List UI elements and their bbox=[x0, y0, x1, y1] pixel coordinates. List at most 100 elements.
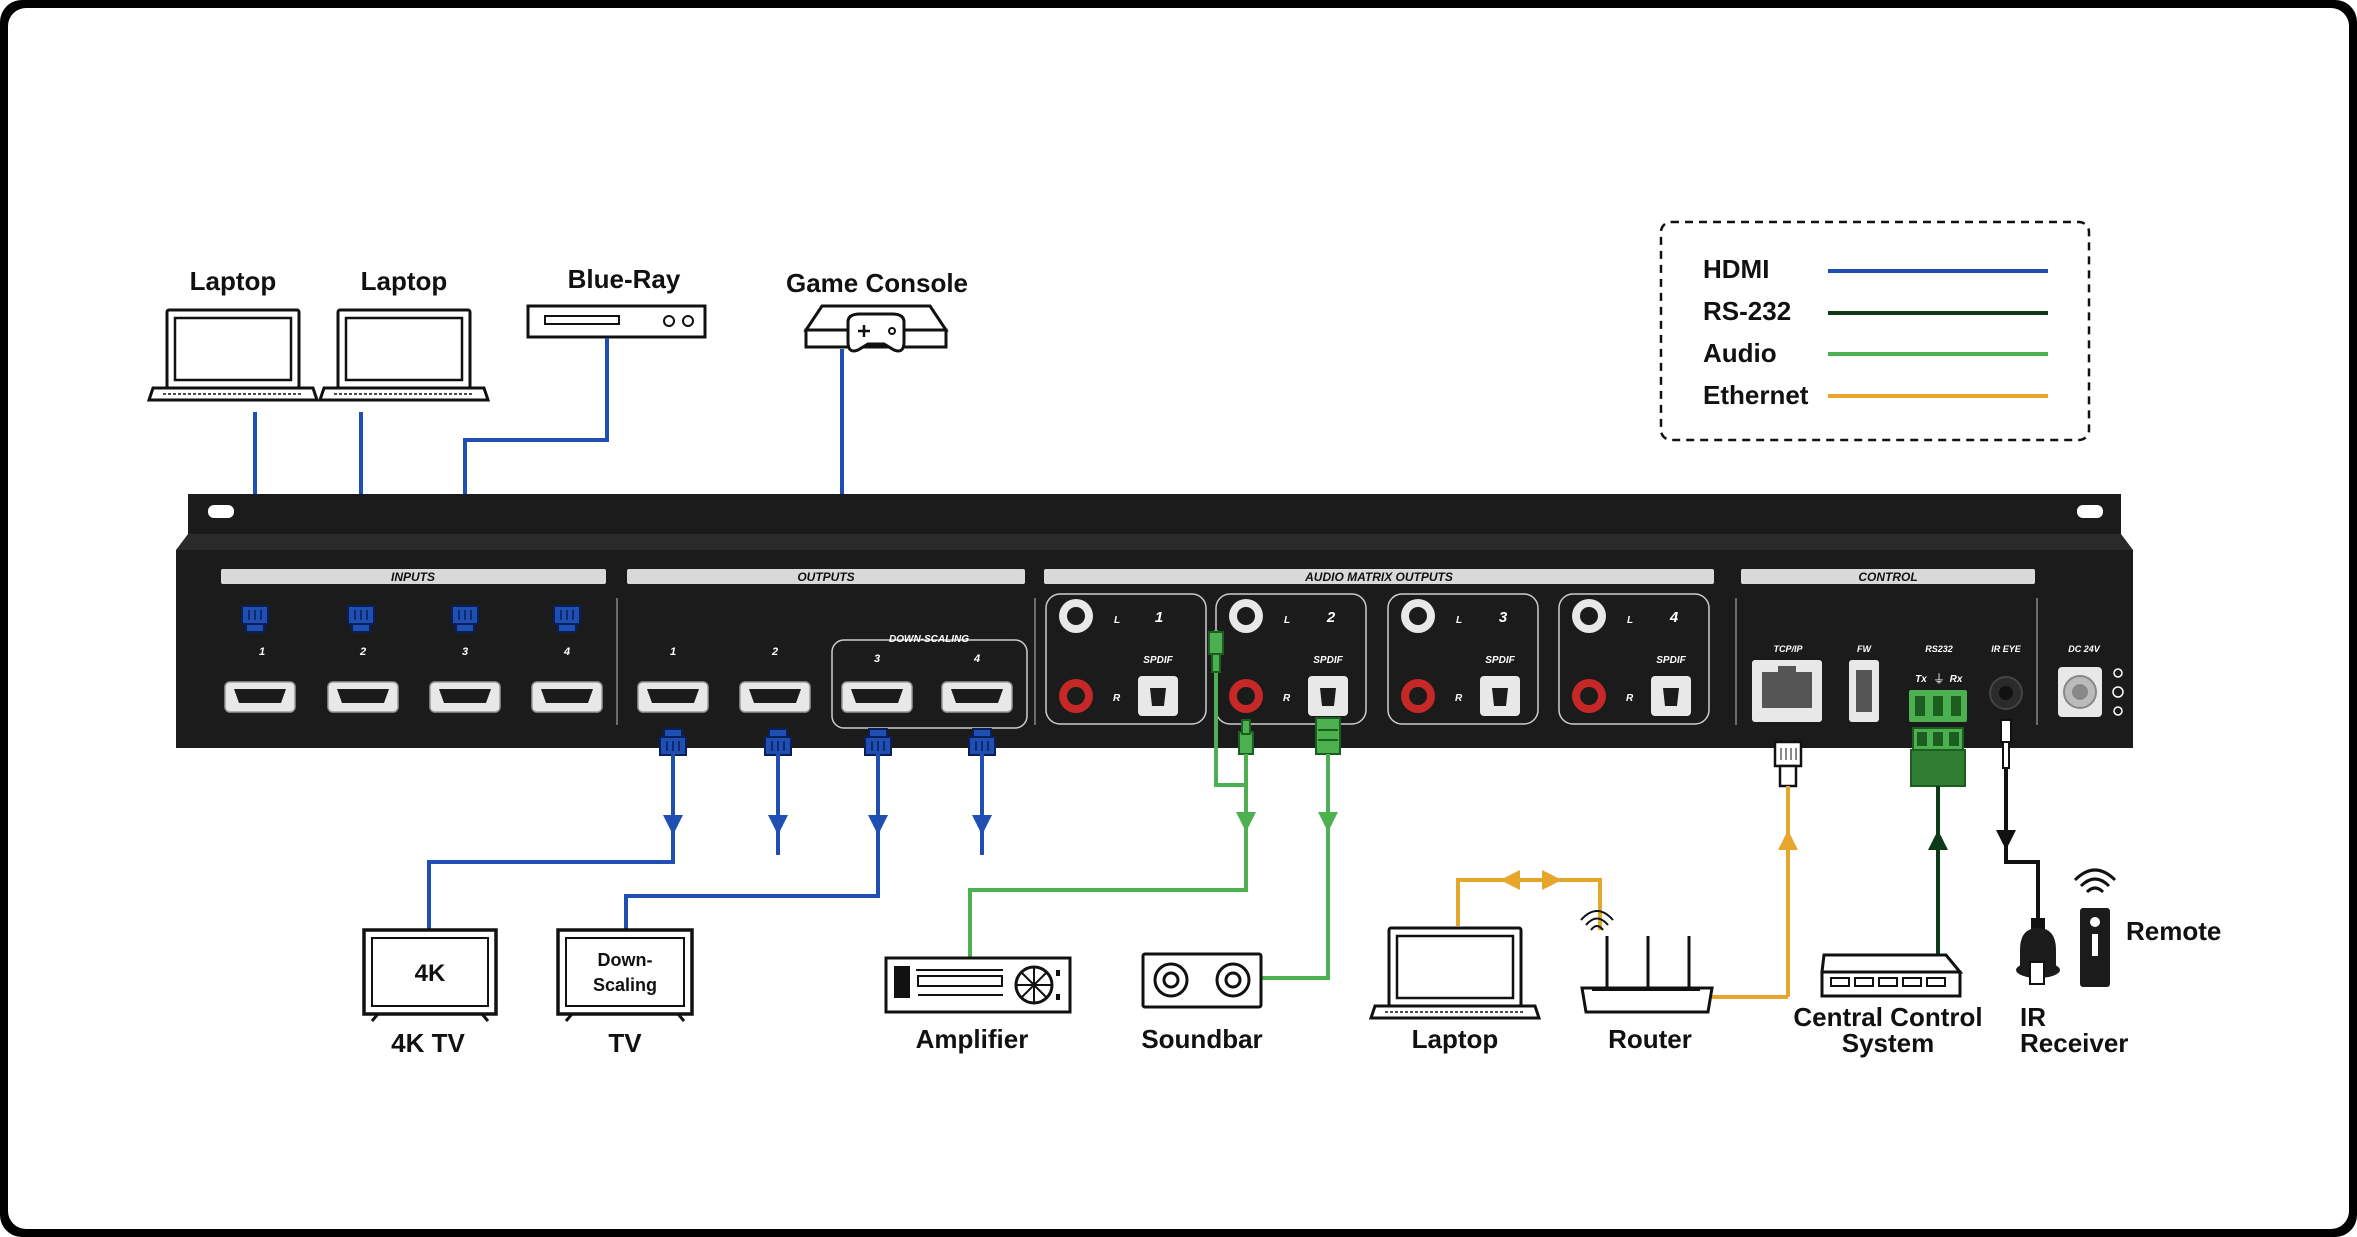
downscaling-label: DOWN-SCALING bbox=[889, 634, 969, 645]
audio-r-label: R bbox=[1283, 693, 1291, 704]
central-control-port bbox=[1926, 977, 1946, 987]
dc-power-label: DC 24V bbox=[2068, 644, 2101, 654]
hdmi-output-port-3 bbox=[841, 681, 913, 713]
rca-right-center bbox=[1237, 687, 1255, 705]
ir-plug-tip bbox=[2002, 741, 2010, 769]
rca-left-center bbox=[1409, 607, 1427, 625]
audio-r-label: R bbox=[1626, 693, 1634, 704]
bluray-device bbox=[526, 304, 707, 339]
bluray-button bbox=[663, 315, 675, 327]
audio-cables bbox=[968, 630, 1341, 980]
section-label-control: CONTROL bbox=[1858, 570, 1917, 584]
bluray-button bbox=[682, 315, 694, 327]
central-control-label-2: System bbox=[1842, 1028, 1935, 1058]
section-bar-control bbox=[1741, 569, 2035, 584]
spdif-label: SPDIF bbox=[1656, 655, 1686, 666]
rs232-pin bbox=[1915, 696, 1925, 716]
soundbar-label: Soundbar bbox=[1141, 1024, 1262, 1054]
remote-button bbox=[2090, 917, 2100, 927]
spdif-label: SPDIF bbox=[1313, 655, 1343, 666]
tv-leg bbox=[564, 1013, 574, 1022]
audio-channel-box bbox=[1045, 593, 1207, 725]
audio-channel-number: 3 bbox=[1499, 609, 1508, 626]
rca-plug-tip bbox=[1241, 719, 1251, 735]
rack-ear-hole-left bbox=[208, 505, 234, 518]
rca-left-center bbox=[1237, 607, 1255, 625]
polarity-ring bbox=[2113, 706, 2123, 716]
audio-r-label: R bbox=[1455, 693, 1463, 704]
amplifier-device bbox=[884, 956, 1072, 1014]
dc-power-center bbox=[2072, 684, 2088, 700]
spdif-opening bbox=[1320, 688, 1336, 706]
section-bar-audio bbox=[1044, 569, 1714, 584]
remote-device bbox=[2073, 868, 2117, 987]
central-control-label-1: Central Control bbox=[1793, 1002, 1982, 1032]
tv-4k-screen bbox=[371, 937, 489, 1007]
speaker-cone bbox=[1162, 971, 1180, 989]
hdmi-plug-output-3 bbox=[864, 728, 892, 756]
fw-label: FW bbox=[1857, 644, 1872, 654]
wifi-wave bbox=[1585, 917, 1609, 926]
hdmi-output-port-2 bbox=[739, 681, 811, 713]
rs232-pin bbox=[1951, 696, 1961, 716]
central-control-port bbox=[1854, 977, 1874, 987]
spdif-label: SPDIF bbox=[1143, 655, 1173, 666]
audio-channel-number: 2 bbox=[1326, 609, 1336, 626]
ir-receiver-sensor bbox=[2029, 961, 2045, 985]
amplifier-knob-line bbox=[1020, 971, 1048, 999]
tv-4k-leg bbox=[370, 1013, 380, 1022]
section-label-audio: AUDIO MATRIX OUTPUTS bbox=[1304, 570, 1453, 584]
router-label: Router bbox=[1608, 1024, 1692, 1054]
ir-receiver-icon bbox=[2020, 928, 2056, 970]
output-port-number: 1 bbox=[670, 646, 676, 658]
hdmi-output-port-4 bbox=[941, 681, 1013, 713]
ethernet-plug-body bbox=[1778, 764, 1798, 788]
central-control-port bbox=[1878, 977, 1898, 987]
ir-receiver-label-2: Receiver bbox=[2020, 1028, 2128, 1058]
tv-screen bbox=[565, 937, 685, 1007]
audio-cable-amplifier bbox=[968, 822, 1248, 958]
audio-output-channel-2 bbox=[1215, 593, 1367, 725]
rca-right-center bbox=[1580, 687, 1598, 705]
output-port-number: 4 bbox=[973, 653, 980, 665]
game-console-device bbox=[803, 304, 949, 353]
legend-label-audio: Audio bbox=[1703, 338, 1777, 368]
legend-label-hdmi: HDMI bbox=[1703, 254, 1769, 284]
legend-box bbox=[1659, 220, 2091, 442]
tv-downscaling-device bbox=[556, 928, 694, 1022]
legend-label-ethernet: Ethernet bbox=[1703, 380, 1809, 410]
rx-label: Rx bbox=[1950, 674, 1963, 685]
rca-plug-icon bbox=[1208, 631, 1224, 655]
hdmi-plug-input-1 bbox=[241, 605, 269, 633]
audio-channel-number: 1 bbox=[1155, 609, 1163, 626]
game-console-label: Game Console bbox=[786, 268, 968, 298]
audio-channel-number: 4 bbox=[1669, 609, 1679, 626]
remote-label: Remote bbox=[2126, 916, 2221, 946]
amplifier-jack bbox=[1056, 994, 1060, 1000]
hdmi-input-port-4 bbox=[531, 681, 603, 713]
rack-ear-hole-right bbox=[2077, 505, 2103, 518]
spdif-opening bbox=[1663, 688, 1679, 706]
ground-symbol-icon: ⏚ bbox=[1933, 672, 1945, 686]
wifi-icon bbox=[1590, 925, 1604, 931]
hdmi-plug-output-4 bbox=[968, 728, 996, 756]
rs232-pin bbox=[1933, 696, 1943, 716]
section-bar-outputs bbox=[627, 569, 1025, 584]
laptop-2-label: Laptop bbox=[361, 266, 448, 296]
laptop-icon bbox=[318, 308, 490, 402]
rca-plug-icon bbox=[1238, 731, 1254, 755]
bluray-label: Blue-Ray bbox=[568, 264, 681, 294]
central-control-port bbox=[1830, 977, 1850, 987]
audio-l-label: L bbox=[1456, 615, 1462, 626]
signal-icon bbox=[2085, 886, 2105, 894]
usb-fw-port-opening bbox=[1856, 670, 1872, 712]
hdmi-cable-output-1 bbox=[427, 825, 675, 930]
rs232-plug-pin bbox=[1933, 732, 1943, 746]
rs232-plug-body bbox=[1910, 749, 1966, 787]
downscaling-group-box bbox=[831, 639, 1028, 729]
tcpip-label: TCP/IP bbox=[1773, 644, 1803, 654]
input-port-number: 1 bbox=[259, 646, 265, 658]
laptop-device-3 bbox=[1369, 926, 1541, 1020]
output-port-number: 2 bbox=[771, 646, 778, 658]
audio-channel-box bbox=[1558, 593, 1710, 725]
